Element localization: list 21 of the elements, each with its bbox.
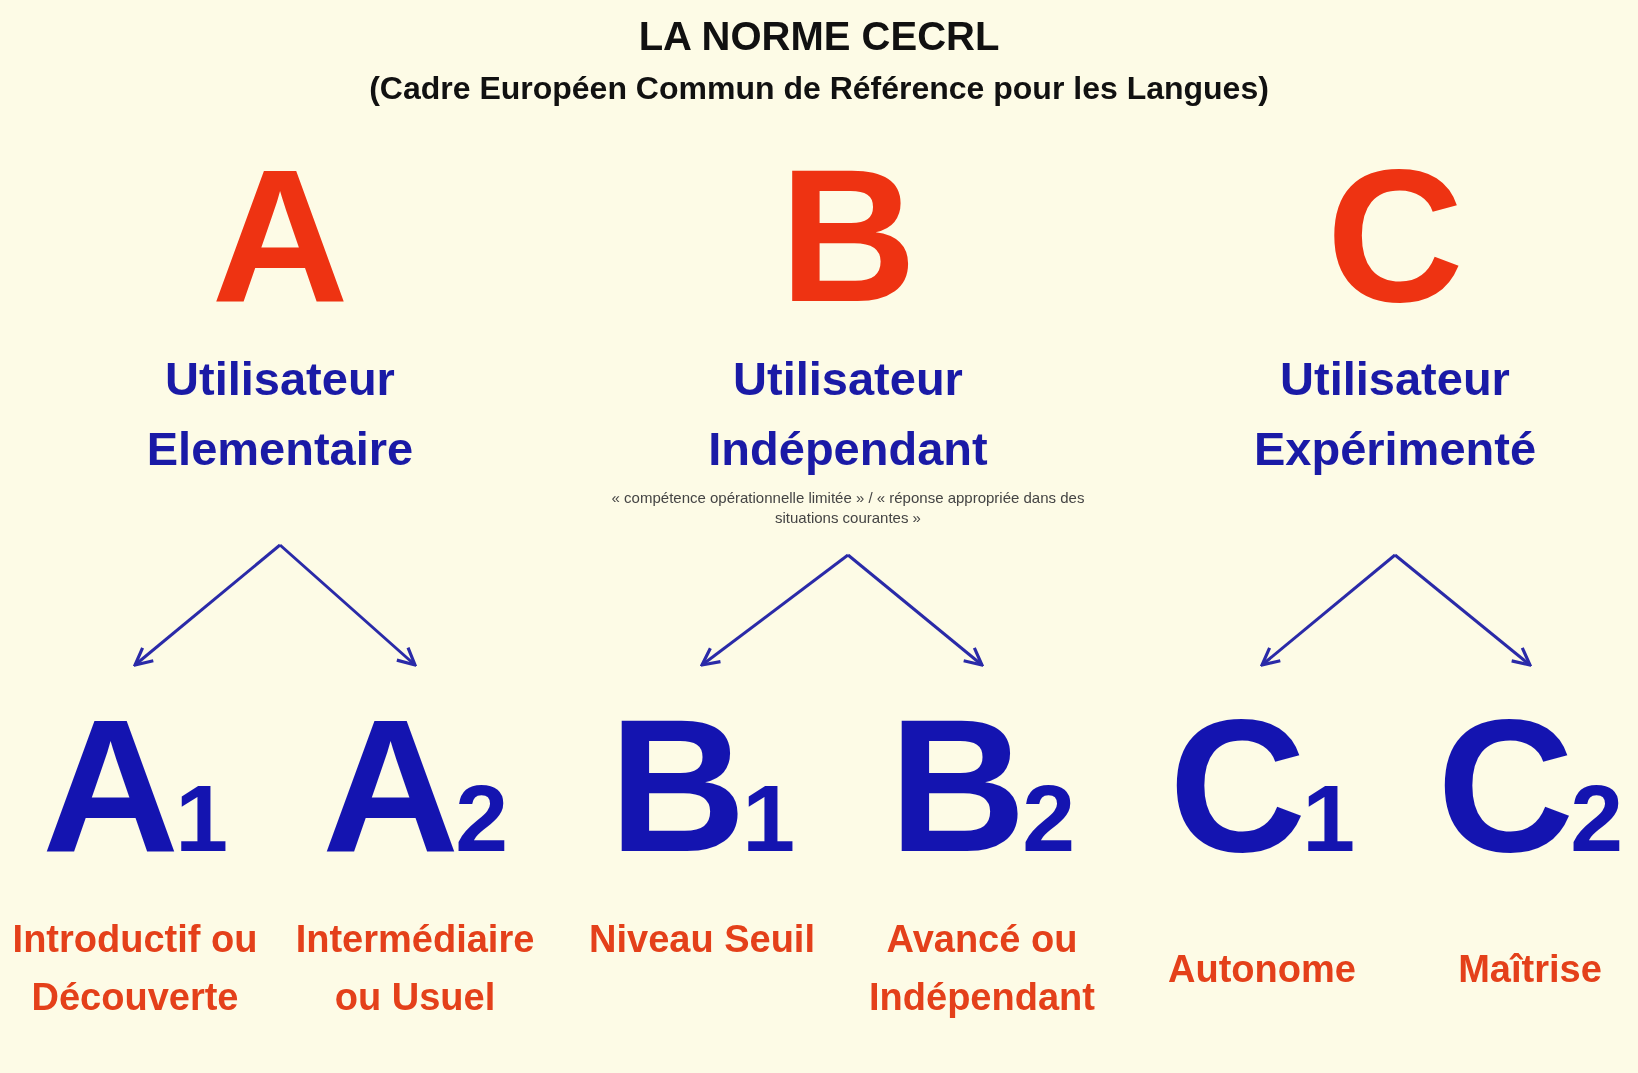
level-name: Niveau Seuil [588, 917, 816, 962]
title: LA NORME CECRL [637, 14, 1001, 59]
arrow [279, 543, 417, 667]
level-name: Avancé ou Indépendant [868, 917, 1096, 1020]
arrow [700, 553, 849, 667]
arrow [1394, 553, 1532, 667]
user-level-label: Utilisateur Elementaire [145, 351, 415, 477]
user-level-label: Utilisateur Indépendant [707, 351, 989, 477]
arrow [1260, 553, 1396, 667]
subtitle: (Cadre Européen Commun de Référence pour les Langues) [368, 70, 1270, 107]
level-name: Autonome [1167, 947, 1357, 992]
level-letter: A [211, 140, 349, 330]
level-letter: B [779, 140, 917, 330]
level-letter: C [1326, 140, 1464, 330]
level-name: Maîtrise [1457, 947, 1603, 992]
arrow [847, 553, 984, 667]
level-name: Intermédiaire ou Usuel [294, 917, 536, 1020]
note: « compétence opérationnelle limitée » / « réponse appropriée dans des situations courantes » [610, 488, 1086, 528]
user-level-label: Utilisateur Expérimenté [1252, 351, 1538, 477]
level-name: Introductif ou Découverte [11, 917, 259, 1020]
arrow [133, 543, 281, 667]
